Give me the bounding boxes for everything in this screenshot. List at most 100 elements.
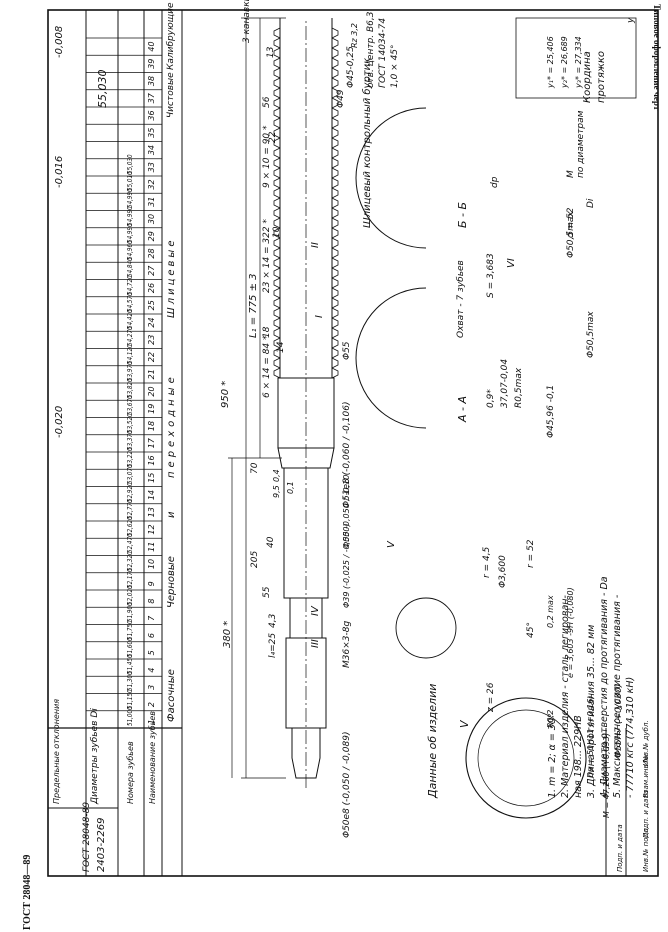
tooth-diameter: 51,450 [126, 654, 134, 675]
dim-55: 55 [262, 586, 272, 598]
row-label-names: Наименование зубьев [148, 711, 157, 804]
group-transition: переходные [166, 373, 177, 478]
broach-tooth [273, 127, 339, 139]
tooth-number: 12 [147, 524, 156, 535]
dim-13: 13 [266, 46, 276, 58]
tb-dup: Инв.№ дубл. [642, 720, 650, 766]
tooth-number: 14 [147, 489, 156, 501]
tooth-number: 39 [147, 58, 156, 69]
broach-tooth [273, 177, 339, 189]
dim-205: 205 [250, 550, 260, 568]
dim-43: 4,3 [268, 613, 278, 628]
bead-label: Шлицевый контрольный буртик [362, 57, 373, 228]
tooth-number: 15 [147, 472, 156, 483]
tooth-diameter: 53,370 [126, 430, 134, 450]
stamp-code: 2403-2269 [96, 817, 107, 872]
tooth-diameter: 54,990 [126, 206, 134, 226]
tooth-diameter: 54,270 [126, 326, 134, 347]
tooth-number: 34 [147, 144, 156, 156]
dim-70: 70 [250, 462, 260, 474]
dim-d55: Φ55 [342, 341, 352, 360]
tooth-diameter: 52,020 [126, 585, 134, 606]
tooth-diameter: 51,000 [126, 706, 134, 726]
tooth-number: 13 [147, 507, 156, 518]
section-bb-label: Б - Б [456, 201, 469, 228]
broach-tooth [273, 57, 339, 69]
tooth-number: 26 [147, 282, 156, 294]
roman-II: II [310, 242, 321, 248]
tooth-number: 40 [147, 41, 156, 52]
note-line: 4. Диаметр отверстия до протягивания - D… [599, 576, 610, 798]
broach-tooth [273, 157, 339, 169]
group-finish: Чистовые [166, 72, 176, 118]
note-line: ная 198... 229НВ [573, 715, 584, 798]
roughness: Rz 3,2 [350, 22, 359, 48]
broach-tooth [273, 277, 339, 289]
roman-I: I [314, 315, 325, 318]
tooth-diameter: 53,970 [126, 361, 134, 381]
dim-l1: L₁ = 775 ± 3 [248, 273, 259, 338]
dim-10: 10 [272, 226, 282, 238]
broach-tooth [273, 87, 339, 99]
tooth-number: 28 [147, 248, 156, 259]
grip-label: Охват - 7 зубьев [456, 260, 466, 338]
roman-V: V [386, 541, 397, 548]
note-line: 2. Материал изделия - сталь легирован- [560, 595, 571, 798]
broach-tooth [273, 257, 339, 269]
tooth-diameter: 54,960 [126, 240, 134, 261]
dim-l4: l₄=25 [268, 632, 278, 658]
tooth-diameter: 51,150 [126, 689, 134, 709]
broach-tooth [273, 77, 339, 89]
dim-grooves: 3 канавки [242, 0, 252, 43]
broach-tooth [273, 37, 339, 49]
dim-d45: Φ45-0,25 [346, 46, 356, 88]
drawing-sheet: Предельные отклонения Диаметры зубьев Di… [46, 0, 660, 878]
broach-tooth [273, 137, 339, 149]
tooth-number: 32 [147, 179, 156, 190]
broach-tooth [273, 27, 339, 39]
coords-label: Координа [582, 51, 593, 103]
broach-tooth [273, 347, 339, 359]
view-v-label: V [458, 720, 471, 728]
sec-s3: 45° [526, 622, 536, 638]
tooth-number: 24 [147, 317, 156, 328]
dim-95: 9,5 [272, 485, 281, 498]
notes-block: 1. m = 2; α = 30° 2. Материал изделия - … [546, 478, 637, 798]
tooth-diameter: 53,670 [126, 395, 134, 416]
by-diameter-label: по диаметрам [576, 110, 586, 178]
broach-tooth [273, 107, 339, 119]
product-data-label: Данные об изделии [426, 683, 439, 798]
row-label-tolerance: Предельные отклонения [52, 698, 61, 804]
broach-tooth [273, 227, 339, 239]
sec-g3: R0,5max [514, 367, 524, 408]
sec-g4: Φ45,96 -0,1 [546, 384, 556, 438]
broach-tooth [273, 267, 339, 279]
broach-tooth [273, 217, 339, 229]
broach-tooth [273, 47, 339, 59]
dim-22: 22 [268, 131, 278, 143]
broach-tooth [273, 97, 339, 109]
broach-tooth [273, 187, 339, 199]
tooth-diameter: 52,770 [126, 499, 134, 519]
tooth-number: 20 [147, 386, 156, 397]
tooth-number: 3 [147, 684, 156, 690]
sec-g5: Φ50,5max [586, 311, 596, 358]
sec-g1: 0,9* [486, 389, 496, 408]
tooth-number: 1 [147, 719, 156, 725]
tooth-number: 5 [147, 650, 156, 656]
tooth-number: 22 [147, 351, 156, 363]
tooth-number: 2 [147, 702, 156, 708]
dim-d50: Φ50e8 (-0,050 / -0,089) [342, 731, 352, 838]
sec-y2: y₂* = 26,689 [560, 36, 569, 88]
tooth-diameter: 54,840 [126, 257, 134, 278]
tooth-diameter: 54,720 [126, 275, 134, 295]
broach-tooth [273, 327, 339, 339]
tooth-number: 4 [147, 667, 156, 673]
dmax-label: Φ50,5max [566, 211, 576, 258]
tb-sign2: Подп. и дата [616, 824, 624, 872]
tooth-diameter: 55,030 [126, 154, 134, 174]
broach-tooth [273, 247, 339, 259]
group-chamfer: Фасочные [166, 669, 177, 722]
tooth-diameter: 54,990 [126, 188, 134, 209]
tooth-number: 33 [147, 162, 156, 173]
